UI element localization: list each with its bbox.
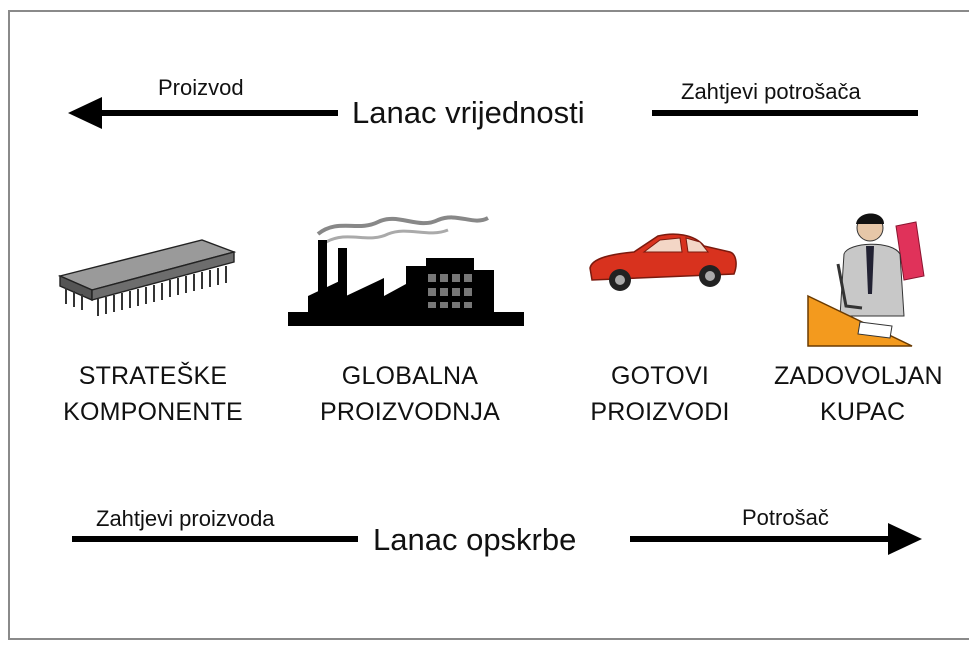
diagram-frame (8, 10, 969, 640)
factory-icon (288, 215, 524, 326)
customer-icon (807, 213, 925, 347)
value-chain-left-caption: Proizvod (158, 75, 244, 100)
supply-chain-line-left (72, 536, 358, 542)
supply-chain-title: Lanac opskrbe (373, 522, 577, 557)
value-chain-title: Lanac vrijednosti (352, 95, 585, 130)
microchip-icon (57, 239, 237, 316)
right-arrow-head-icon (888, 523, 922, 555)
supply-chain-line-right (630, 536, 896, 542)
value-chain-line-left (96, 110, 338, 116)
item-label-satisfied-customer: ZADOVOLJAN KUPAC (774, 362, 943, 426)
item-label-global-production: GLOBALNA PROIZVODNJA (320, 362, 500, 426)
value-chain-line-right (652, 110, 918, 116)
value-chain-right-caption: Zahtjevi potrošača (681, 79, 861, 104)
item-label-finished-products: GOTOVI PROIZVODI (590, 362, 730, 426)
supply-chain-left-caption: Zahtjevi proizvoda (96, 506, 275, 531)
item-label-strategic-components: STRATEŠKE KOMPONENTE (63, 362, 243, 426)
supply-chain-right-caption: Potrošač (742, 505, 829, 530)
left-arrow-head-icon (68, 97, 102, 129)
car-icon (589, 233, 737, 291)
